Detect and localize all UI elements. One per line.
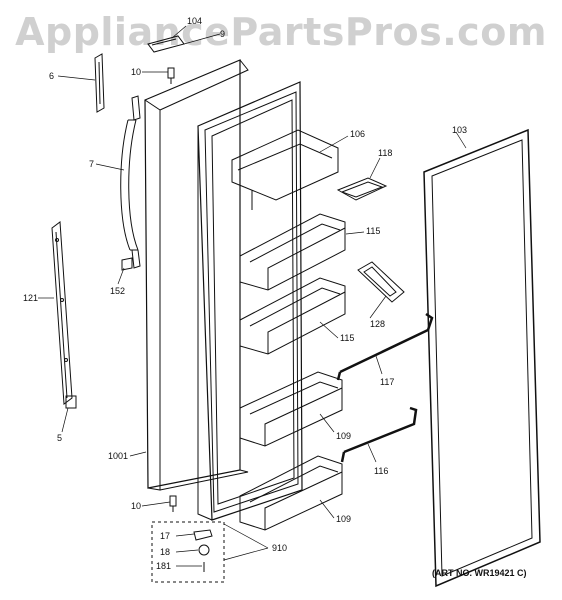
part-109-bin-upper [239, 371, 343, 447]
callout-118: 118 [378, 148, 392, 158]
callout-109-upper: 109 [336, 431, 351, 441]
callout-181: 181 [156, 561, 171, 571]
part-5-bracket [65, 395, 77, 409]
part-117-bar [336, 312, 434, 381]
inner-door-liner [197, 81, 303, 521]
part-103-gasket [423, 128, 541, 588]
callout-104: 104 [187, 16, 202, 26]
part-10-screw-top [167, 67, 175, 84]
part-109-bin-lower [239, 455, 343, 531]
part-1001-outer-door [144, 59, 249, 491]
part-910-hinge-kit [151, 521, 225, 583]
callout-910: 910 [272, 543, 287, 553]
callout-116: 116 [374, 466, 388, 476]
callout-115-upper: 115 [366, 226, 380, 236]
callout-109-lower: 109 [336, 514, 351, 524]
part-115-bin-lower [239, 277, 346, 355]
callout-10-bottom: 10 [131, 501, 141, 511]
watermark: AppliancePartsPros.com [15, 10, 547, 54]
callout-10-top: 10 [131, 67, 141, 77]
part-128-clip [357, 261, 405, 303]
callout-103: 103 [452, 125, 467, 135]
part-118-small-tray [336, 177, 388, 201]
callout-121: 121 [23, 293, 38, 303]
part-7-handle [120, 95, 141, 269]
callout-17: 17 [160, 531, 170, 541]
part-116-bar [340, 406, 418, 463]
art-number: (ART NO. WR19421 C) [432, 568, 527, 578]
callout-1001: 1001 [108, 451, 128, 461]
callout-9: 9 [220, 29, 225, 39]
callout-106: 106 [350, 129, 365, 139]
leader-lines [38, 25, 467, 567]
callout-6: 6 [49, 71, 54, 81]
callout-115-lower: 115 [340, 333, 354, 343]
callout-7: 7 [89, 159, 94, 169]
callout-5: 5 [57, 433, 62, 443]
part-121-trim-strip [51, 221, 73, 405]
part-10-screw-bottom [169, 495, 177, 512]
callout-18: 18 [160, 547, 170, 557]
part-104-top-trim [147, 35, 185, 53]
part-6-hinge-bar [94, 53, 105, 113]
part-106-top-bin [231, 129, 339, 210]
callout-128: 128 [370, 319, 385, 329]
part-115-bin-upper [239, 213, 346, 291]
part-152-clip [121, 257, 133, 271]
callout-152: 152 [110, 286, 125, 296]
callout-117: 117 [380, 377, 394, 387]
